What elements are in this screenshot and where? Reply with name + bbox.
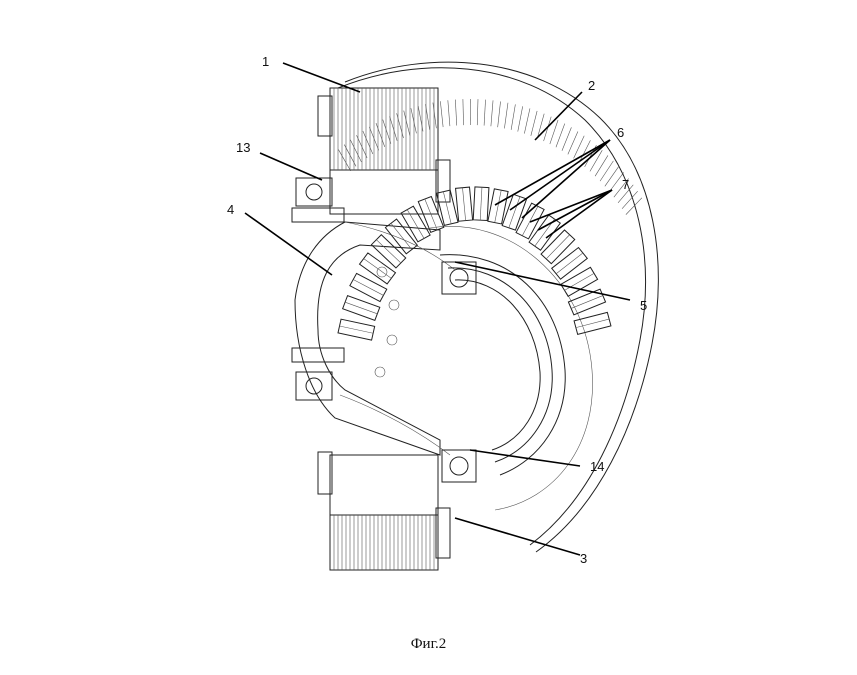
- rotor-tooth: [370, 234, 407, 269]
- bearing-inner-top: [441, 261, 477, 295]
- bearing-top: [291, 177, 345, 223]
- rotor-tooth: [515, 202, 545, 240]
- rotor-tooth: [551, 246, 589, 280]
- rotor-tooth: [384, 218, 419, 255]
- hub-shaft: [294, 221, 456, 456]
- rotor-tooth: [358, 252, 397, 285]
- callout-3: 3: [580, 551, 587, 566]
- callout-5: 5: [640, 298, 647, 313]
- rotor-tooth: [349, 272, 388, 303]
- callout-7: 7: [622, 177, 629, 192]
- leader-7a: [529, 189, 613, 223]
- leader-14: [469, 449, 581, 467]
- leader-6b: [509, 139, 611, 211]
- callout-14: 14: [590, 459, 604, 474]
- callout-4: 4: [227, 202, 234, 217]
- rotor-tooth: [472, 186, 490, 222]
- callout-6: 6: [617, 125, 624, 140]
- stator-lamination-stack: [337, 61, 659, 553]
- callout-2: 2: [588, 78, 595, 93]
- rotor-tooth: [435, 189, 459, 227]
- bearing-bottom: [291, 347, 345, 401]
- stator-ribs: [338, 99, 643, 215]
- rotor-tooth: [400, 205, 431, 243]
- bearing-inner-bottom: [441, 449, 477, 483]
- rotor-tooth: [540, 229, 576, 265]
- stator-bottom-section: [317, 451, 451, 571]
- rotor-tooth: [455, 186, 474, 222]
- leader-7c: [545, 189, 613, 239]
- rotor-tooth: [417, 195, 445, 233]
- figure-caption: Фиг.2: [410, 636, 447, 652]
- rotor-teeth: [337, 186, 612, 341]
- rotor-tooth: [567, 288, 607, 316]
- callout-labels: 1 2 3 4 5 6 7 13 14: [227, 54, 647, 566]
- rotor-tooth: [341, 294, 381, 321]
- leader-3: [454, 517, 581, 556]
- leader-1: [282, 62, 361, 93]
- leader-2: [534, 91, 583, 141]
- leader-4: [244, 212, 333, 276]
- stator-top-section: [317, 87, 451, 215]
- leader-6c: [521, 139, 611, 219]
- rotor-tooth: [573, 311, 612, 335]
- leader-7b: [537, 189, 613, 231]
- leader-13: [259, 152, 323, 181]
- callout-1: 1: [262, 54, 269, 69]
- rotor-tooth: [337, 318, 376, 341]
- rotor-tooth: [487, 188, 509, 225]
- leader-lines: [244, 62, 631, 556]
- callout-13: 13: [236, 140, 250, 155]
- leader-5: [454, 261, 631, 301]
- rotor-ring: [429, 226, 593, 511]
- leader-6a: [494, 139, 611, 206]
